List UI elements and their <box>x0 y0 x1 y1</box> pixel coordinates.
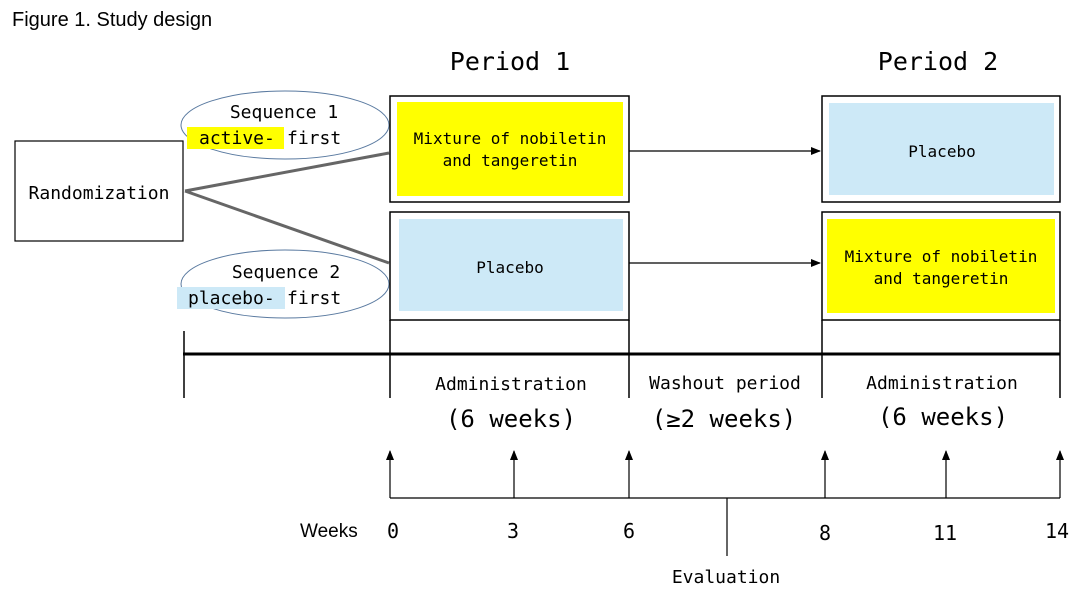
period-2-heading: Period 2 <box>878 47 998 76</box>
figure-title: Figure 1. Study design <box>12 9 212 31</box>
sequence-1-highlight-text: active- <box>199 128 275 149</box>
period-2-seq-1-placebo-label: Placebo <box>908 142 975 161</box>
connector-to-sequence-2 <box>184 189 390 265</box>
evaluation-label: Evaluation <box>672 567 780 588</box>
connector-to-sequence-1 <box>184 151 390 193</box>
sequence-2-rest-text: first <box>287 288 341 309</box>
period-2-seq-2-active-line-1: Mixture of nobiletin <box>845 247 1038 266</box>
sequence-2-title: Sequence 2 <box>232 262 340 283</box>
phase-admin-2-duration: (6 weeks) <box>878 403 1008 431</box>
period-2-seq-2-active-line-2: and tangeretin <box>874 269 1009 288</box>
sequence-2-label: Sequence 2 placebo- first <box>177 249 390 319</box>
phase-admin-1-label: Administration <box>435 374 587 395</box>
sequence-2-highlight <box>177 287 285 309</box>
week-tick-label-14: 14 <box>1045 519 1069 543</box>
phase-washout-duration: (≥2 weeks) <box>652 405 797 433</box>
week-tick-label-11: 11 <box>933 521 957 545</box>
sequence-1-rest-text: first <box>287 128 341 149</box>
sequence-2-highlight-text: placebo- <box>188 288 275 309</box>
week-tick-label-8: 8 <box>819 521 831 545</box>
sequence-1-label: Sequence 1 active- first <box>180 90 390 160</box>
phase-admin-1-duration: (6 weeks) <box>446 405 576 433</box>
period-1-seq-2-placebo-label: Placebo <box>476 258 543 277</box>
week-tick-label-6: 6 <box>623 519 635 543</box>
period-1-seq-2-placebo-box <box>399 219 623 311</box>
period-1-seq-1-active-box <box>397 102 623 196</box>
sequence-1-title: Sequence 1 <box>230 102 338 123</box>
period-2-seq-1-placebo-box <box>829 103 1054 195</box>
sequence-1-highlight <box>187 127 284 149</box>
weeks-axis-label: Weeks <box>300 521 358 542</box>
period-2-seq-2-active-box <box>827 219 1055 313</box>
period-1-seq-1-active-line-1: Mixture of nobiletin <box>414 129 607 148</box>
phase-admin-2-label: Administration <box>866 373 1018 394</box>
week-tick-label-3: 3 <box>507 519 519 543</box>
randomization-box <box>14 140 184 242</box>
period-1-seq-1-active-line-2: and tangeretin <box>443 151 578 170</box>
randomization-label: Randomization <box>29 183 170 204</box>
week-tick-label-0: 0 <box>387 519 399 543</box>
phase-washout-label: Washout period <box>649 373 801 394</box>
period-1-heading: Period 1 <box>450 47 570 76</box>
